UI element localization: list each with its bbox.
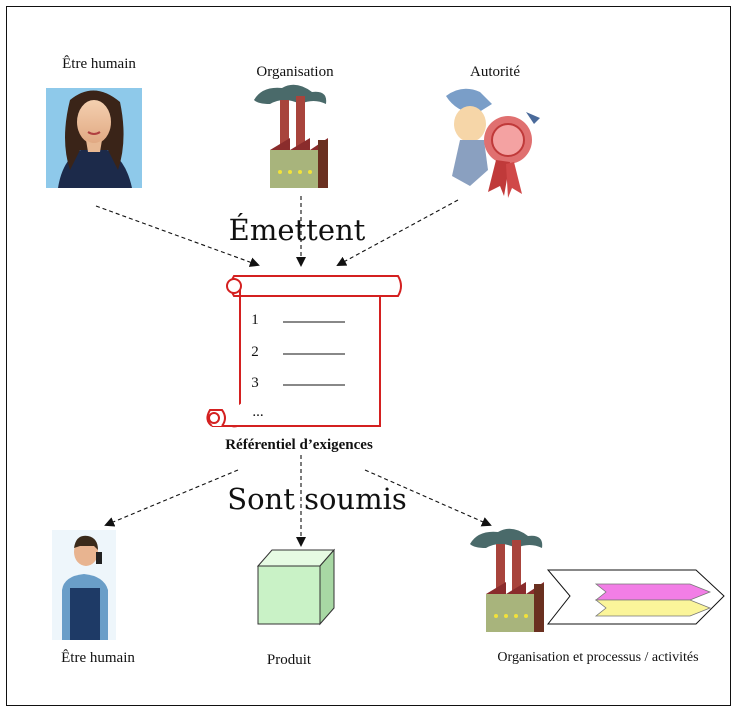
scroll-lines [283,321,345,386]
woman-portrait-icon [46,88,142,188]
verb-subject-label: Sont soumis [227,482,407,516]
arrow-human-to-referential [95,205,260,267]
scroll-item-1: 1 [251,312,259,328]
process-chevron-icon [546,569,725,625]
emit-arrows [95,196,459,267]
emitter-organisation-label: Organisation [256,64,334,80]
factory-process-icon [470,528,544,632]
referential-caption: Référentiel d’exigences [225,437,373,453]
factory-icon [254,84,328,188]
subject-human-label: Être humain [61,650,135,666]
emitter-authority-label: Autorité [470,64,520,80]
emitter-human-label: Être humain [62,56,136,72]
arrow-referential-to-organisation [364,469,492,527]
product-cube-icon [256,548,336,626]
authority-icon [446,88,540,198]
subject-product-label: Produit [266,652,312,668]
worker-icon [52,530,116,640]
arrow-referential-to-human [104,469,239,527]
scroll-item-more: ... [252,404,264,420]
scroll-item-3: 3 [251,375,259,391]
diagram-frame [6,6,731,706]
requirements-scroll [206,275,402,428]
subject-organisation-label: Organisation et processus / activités [497,650,699,665]
scroll-item-2: 2 [251,344,259,360]
arrow-authority-to-referential [336,199,459,266]
subject-arrows [104,455,492,547]
verb-emit-label: Émettent [228,213,366,247]
